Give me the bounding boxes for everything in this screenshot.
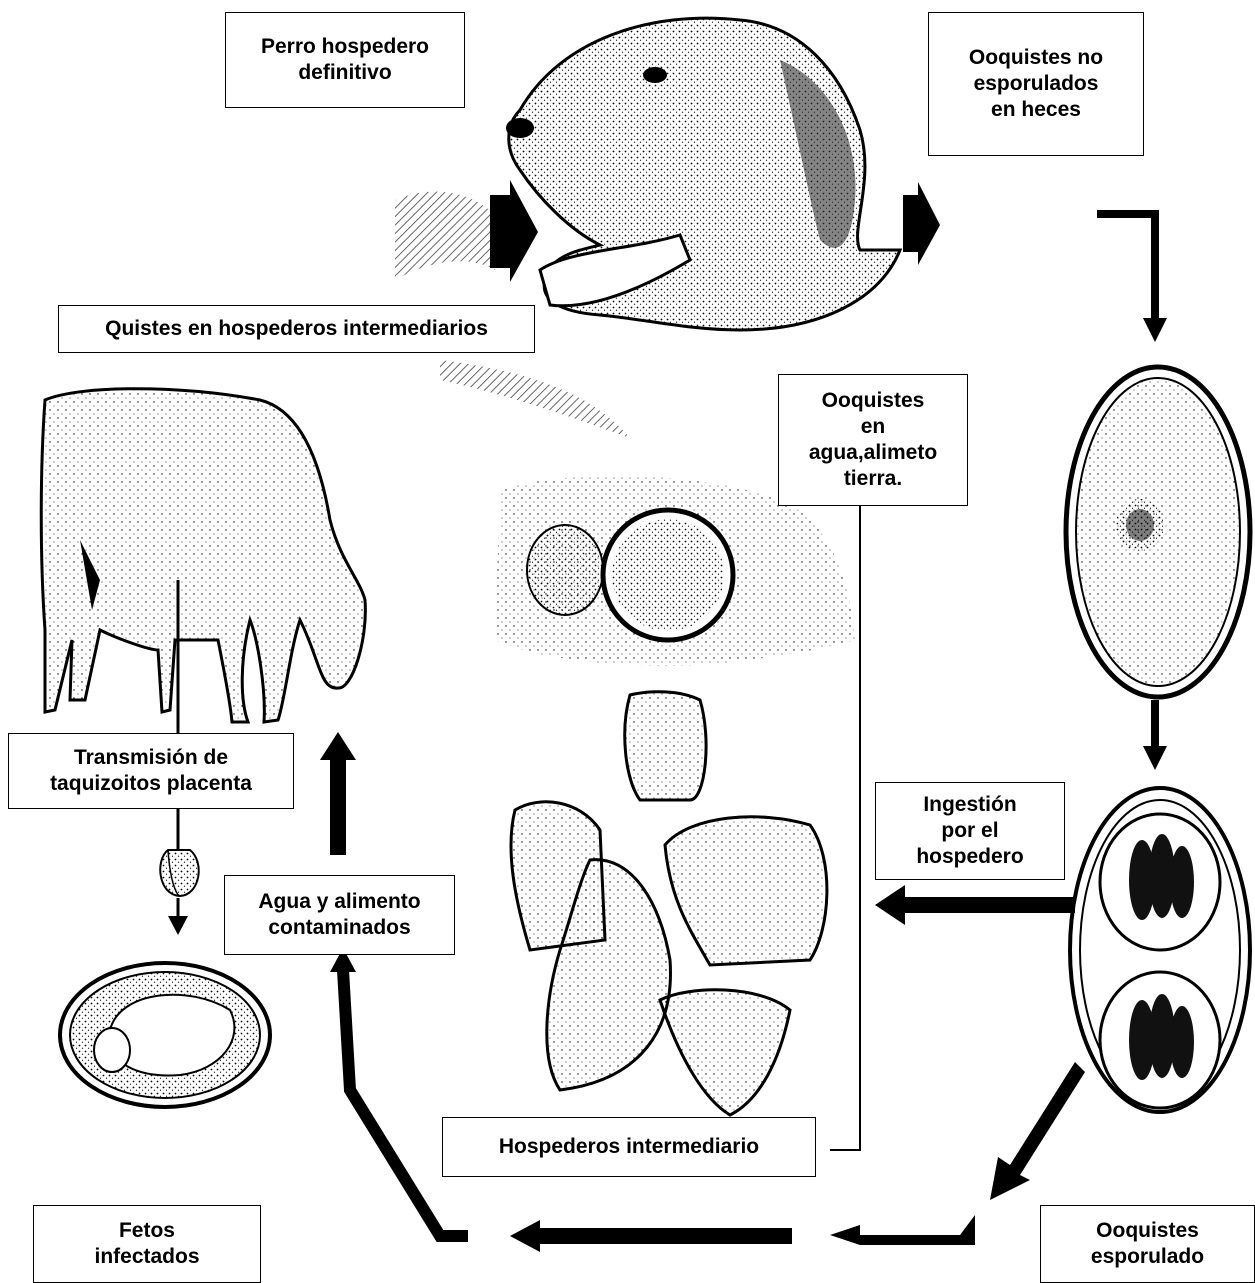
label-sporulated-oocysts-text: Ooquistes esporulado — [1091, 1218, 1204, 1271]
label-contaminated-food: Agua y alimento contaminados — [224, 875, 455, 955]
cow-head-icon — [625, 692, 706, 800]
label-cysts-intermediate-hosts-text: Quistes en hospederos intermediarios — [105, 316, 488, 342]
unsporulated-oocyst — [1066, 367, 1250, 697]
sheep-head-icon — [660, 990, 790, 1115]
label-definitive-host: Perro hospedero definitivo — [225, 12, 465, 108]
arrow-to-dog — [490, 180, 538, 282]
label-sporulated-oocysts: Ooquistes esporulado — [1040, 1205, 1255, 1283]
arrow-to-hosts — [875, 885, 1075, 925]
label-placental-transmission-text: Transmisión de taquizoitos placenta — [50, 745, 252, 798]
dog-head-icon — [665, 817, 827, 965]
arrow-to-cow — [320, 732, 356, 855]
ingestion-shade — [395, 192, 495, 280]
label-definitive-host-text: Perro hospedero definitivo — [261, 34, 429, 87]
intermediate-hosts-illustration — [511, 692, 827, 1115]
label-ingestion-text: Ingestión por el hospedero — [916, 792, 1023, 871]
label-infected-fetuses-text: Fetos infectados — [94, 1218, 199, 1271]
label-intermediate-hosts: Hospederos intermediario — [442, 1117, 816, 1177]
tachyzoites-illustration — [160, 850, 198, 896]
label-unsporulated-oocysts-text: Ooquistes no esporulados en heces — [969, 45, 1103, 124]
arrow-from-dog — [903, 182, 940, 265]
sporulated-oocyst — [1070, 788, 1250, 1112]
label-contaminated-food-text: Agua y alimento contaminados — [258, 889, 420, 942]
cow-illustration — [41, 389, 365, 722]
fetus-illustration — [60, 963, 270, 1107]
label-infected-fetuses: Fetos infectados — [33, 1205, 261, 1283]
label-oocysts-environment: Ooquistes en agua,alimeto tierra. — [778, 374, 968, 506]
cyst-shade — [440, 360, 630, 438]
path-to-oocyst — [1097, 214, 1155, 320]
arrow-diagonal — [990, 1062, 1085, 1200]
label-ingestion: Ingestión por el hospedero — [875, 782, 1065, 880]
label-unsporulated-oocysts: Ooquistes no esporulados en heces — [928, 12, 1144, 156]
dog-head-illustration — [506, 18, 900, 330]
label-placental-transmission: Transmisión de taquizoitos placenta — [8, 733, 294, 809]
arrow-bottom — [510, 1220, 792, 1252]
label-oocysts-environment-text: Ooquistes en agua,alimeto tierra. — [809, 388, 937, 493]
label-cysts-intermediate-hosts: Quistes en hospederos intermediarios — [58, 305, 535, 353]
label-intermediate-hosts-text: Hospederos intermediario — [499, 1134, 759, 1160]
